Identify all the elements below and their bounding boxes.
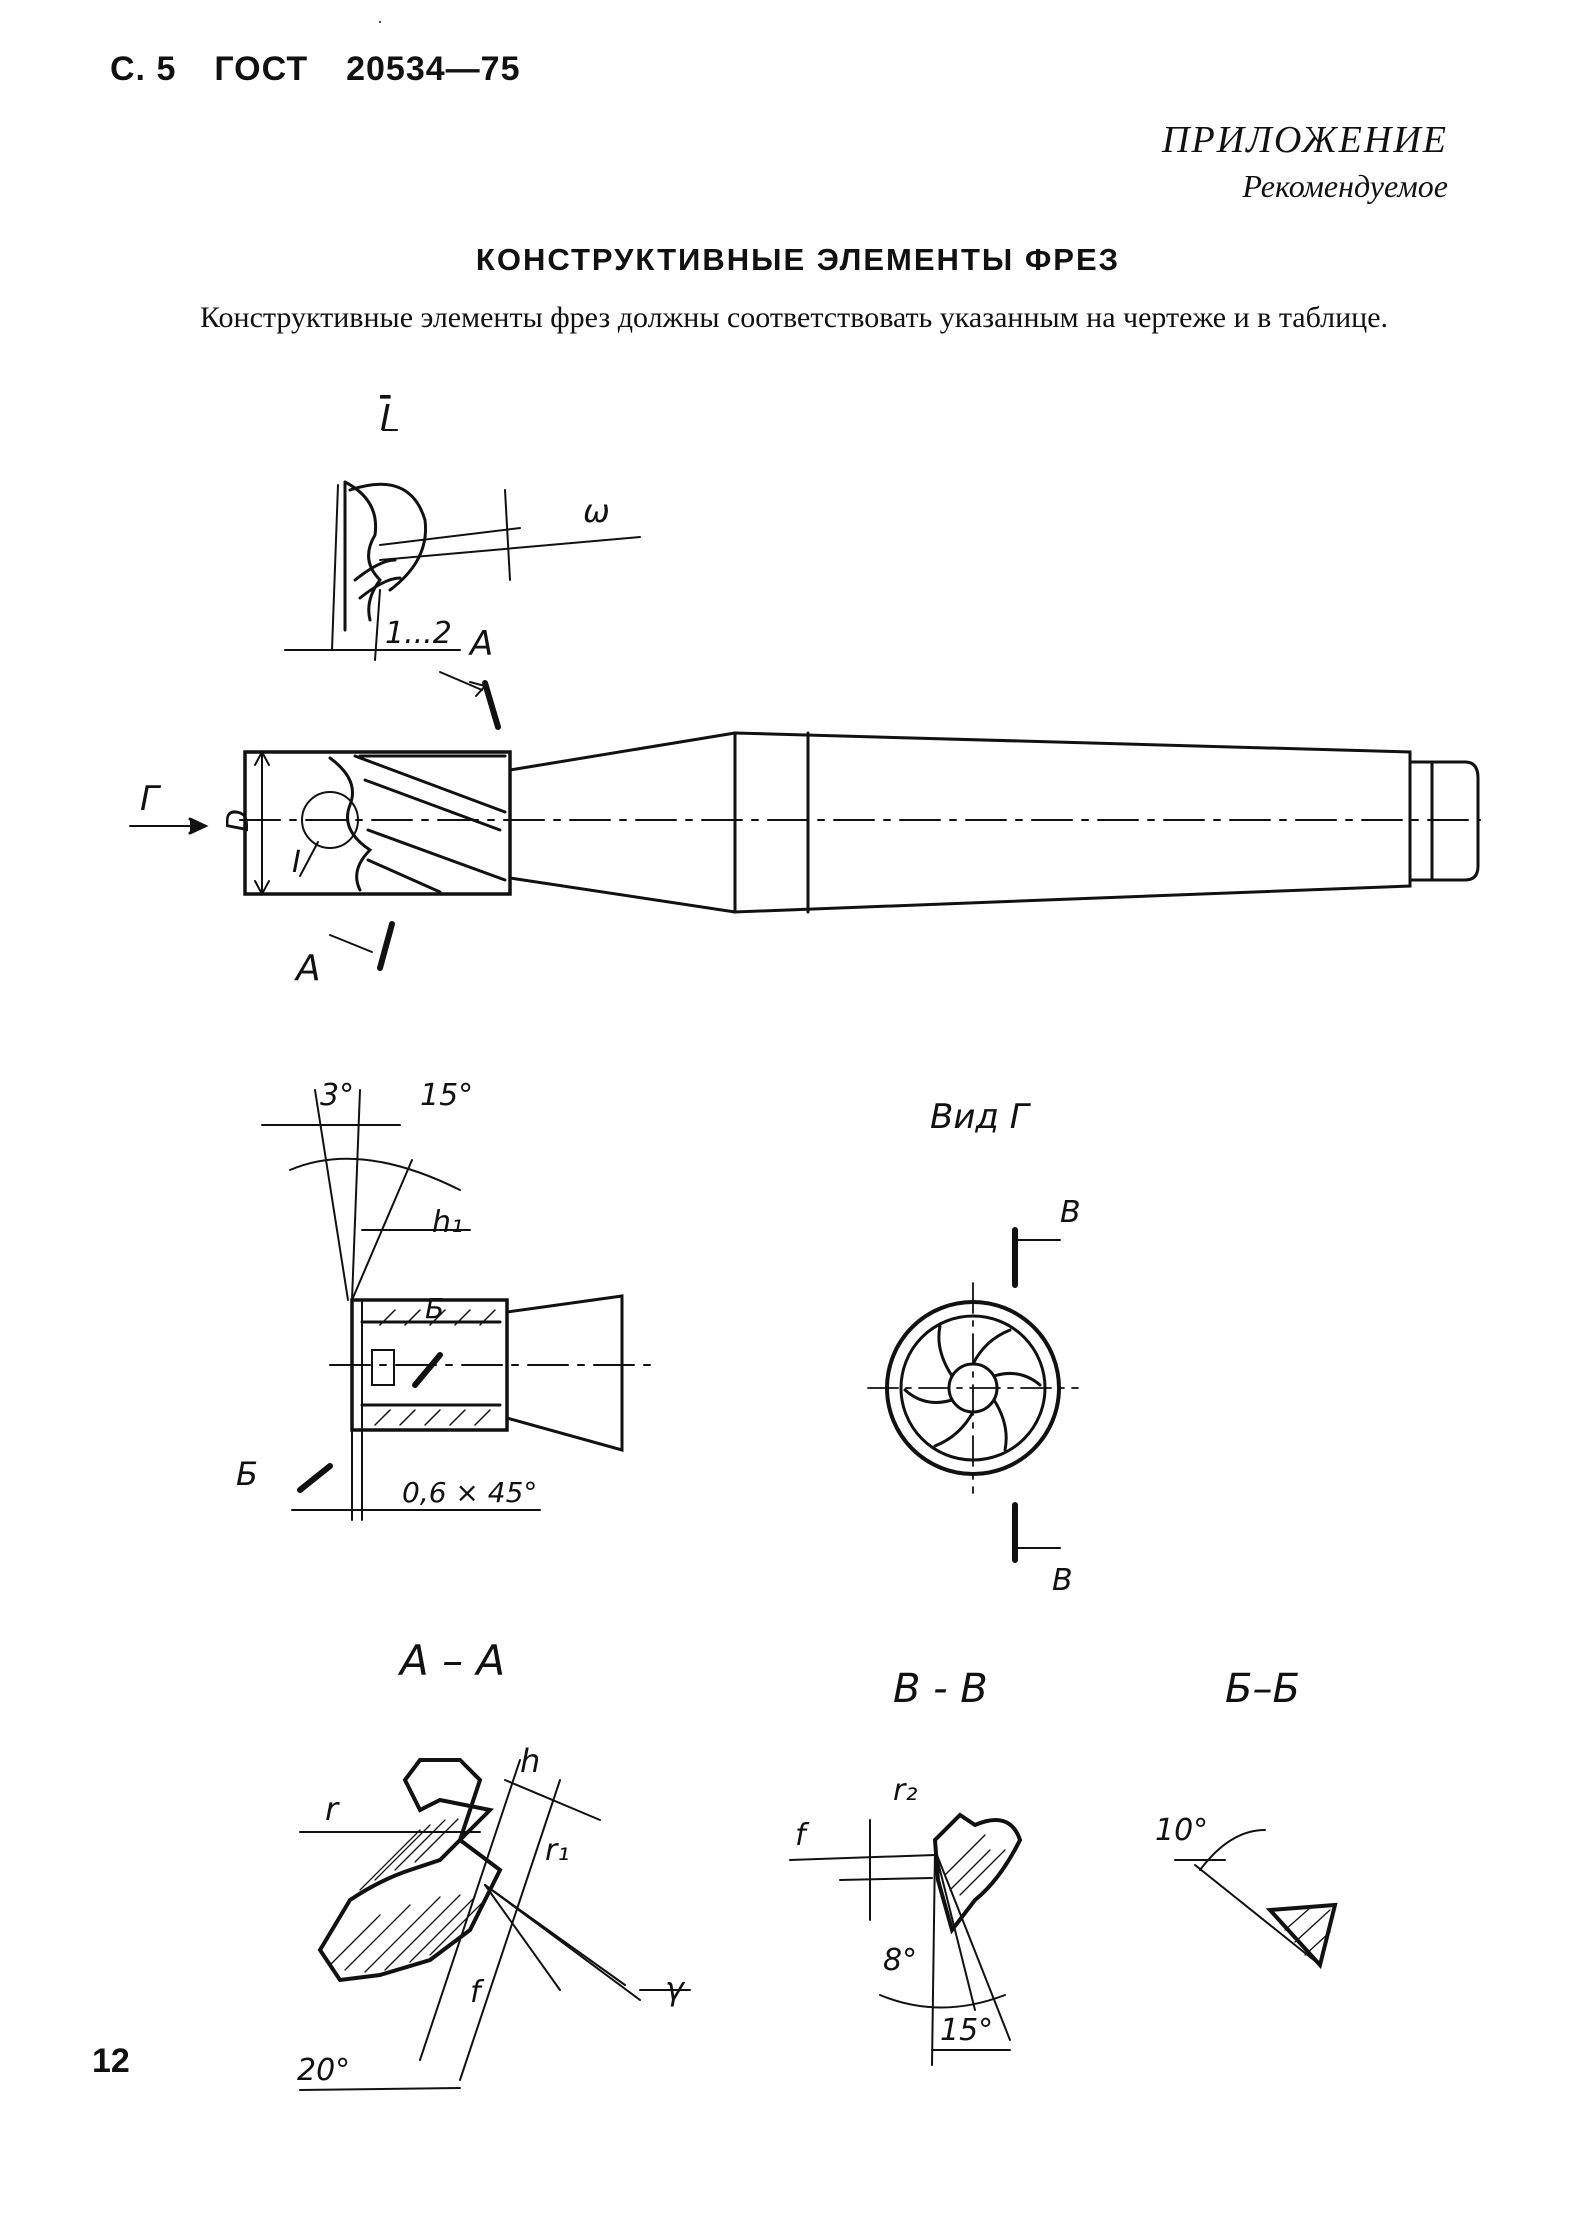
section-a-top-label: А — [468, 624, 493, 664]
header-standard: ГОСТ — [214, 50, 309, 88]
gamma-label: γ — [665, 1970, 686, 2008]
section-bb — [1174, 1829, 1338, 1970]
header-number: 20534—75 — [346, 50, 521, 88]
v-bottom-label: В — [1052, 1563, 1073, 1598]
section-aa-title: А – А — [397, 1636, 505, 1685]
r-label: r — [325, 1790, 340, 1828]
chamfer-label: 0,6 × 45° — [402, 1476, 537, 1509]
v-top-label: В — [1060, 1195, 1081, 1230]
appendix-subtitle: Рекомендуемое — [1242, 168, 1448, 204]
end-view-g — [867, 1227, 1079, 1563]
page-header: С. 5 ГОСТ 20534—75 — [110, 50, 558, 89]
angle-20-label: 20° — [297, 2053, 350, 2088]
view-g-arrow-label: Г — [140, 779, 162, 819]
h1-label: h₁ — [432, 1205, 463, 1240]
angle-3-label: 3° — [320, 1078, 354, 1113]
cutter-main-view — [129, 671, 1481, 971]
dim-1-2-label: 1...2 — [385, 616, 452, 651]
b-mark-left-label: Б — [236, 1455, 258, 1493]
r1-label: r₁ — [545, 1833, 569, 1868]
angle-15-top-label: 15° — [420, 1078, 473, 1113]
angle-15-bottom-label: 15° — [940, 2013, 993, 2048]
r2-label: r₂ — [893, 1773, 917, 1808]
b-mark-inner-label: Б — [425, 1292, 444, 1325]
f-vv-label: f — [795, 1818, 810, 1853]
omega-label: ω — [583, 492, 610, 530]
detail-label: I — [380, 398, 391, 439]
angle-10-label: 10° — [1155, 1813, 1208, 1848]
diameter-label: D — [221, 809, 256, 832]
section-vv — [789, 1812, 1023, 2066]
detail-I — [284, 21, 641, 661]
section-title: КОНСТРУКТИВНЫЕ ЭЛЕМЕНТЫ ФРЕЗ — [475, 242, 1121, 277]
page-number: 12 — [92, 2042, 130, 2080]
h-label: h — [520, 1742, 540, 1780]
section-bb-title: Б–Б — [1225, 1666, 1300, 1712]
section-vv-title: В - В — [893, 1666, 988, 1712]
header-page: С. 5 — [110, 50, 177, 88]
detail-ref-label: I — [292, 845, 301, 880]
angle-8-label: 8° — [883, 1943, 917, 1978]
side-view-chamfer — [261, 1089, 651, 1521]
f-aa-label: f — [470, 1975, 485, 2010]
section-aa — [299, 1758, 691, 2091]
section-a-bottom-label: А — [294, 948, 321, 989]
appendix-title: ПРИЛОЖЕНИЕ — [1162, 119, 1448, 161]
view-g-title: Вид Г — [930, 1097, 1032, 1137]
intro-paragraph: Конструктивные элементы фрез должны соот… — [200, 301, 1389, 334]
